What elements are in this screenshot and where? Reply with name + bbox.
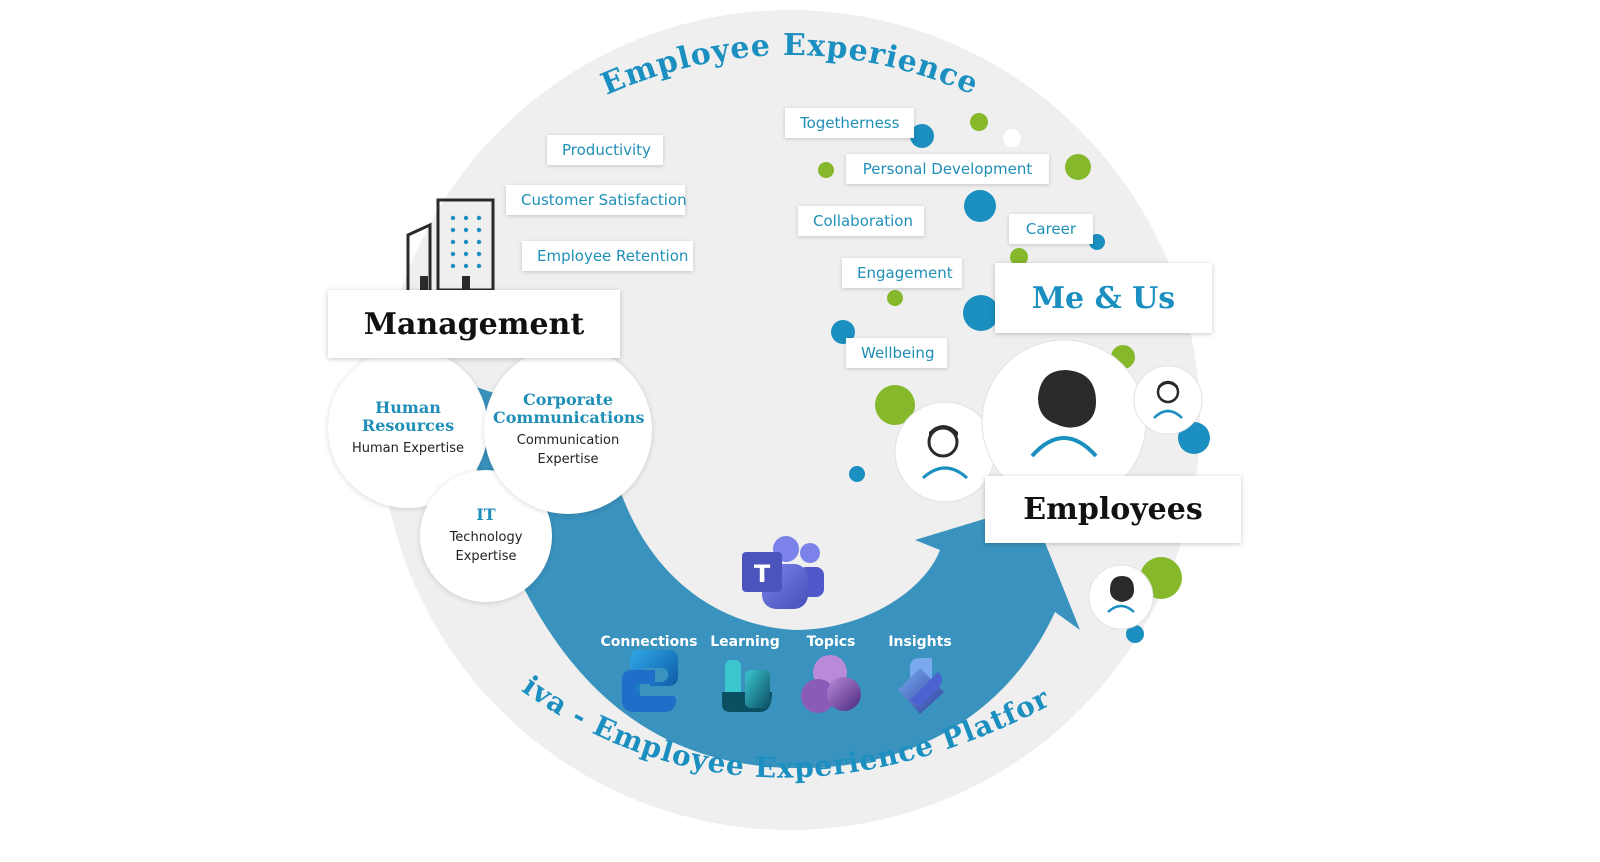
building-window-dot [450,227,456,233]
management-title: Management [363,306,585,342]
employee-avatar-bottom [1088,564,1154,630]
building-window-dot [476,215,482,221]
app-label: Topics [806,634,856,650]
blue-dot [963,295,999,331]
circle-title: Human Resources [361,397,455,435]
blue-dot [849,466,865,482]
employee-avatar-small-right [1133,365,1203,435]
me-us-title: Me & Us [1031,280,1176,316]
app-label: Learning [710,634,780,650]
svg-text:T: T [754,560,771,588]
circle-subtitle: Technology Expertise [449,530,523,564]
goal-label: Productivity [547,135,663,165]
app-connections: Connections [599,634,699,656]
viva-topics-icon [801,655,861,713]
building-window-dot [463,215,469,221]
building-window-dot [476,263,482,269]
employee-avatar-small-left [894,401,996,503]
building-window-dot [463,251,469,257]
need-label: Wellbeing [846,338,947,368]
app-insights: Insights [870,634,970,656]
blue-dot [1089,234,1105,250]
management-box: Management [328,290,620,358]
building-window-dot [463,227,469,233]
employees-title: Employees [1023,492,1203,527]
building-window-dot [476,251,482,257]
goal-label: Employee Retention [522,241,693,271]
green-dot [875,385,915,425]
circle-title: IT [476,505,496,524]
green-dot [970,113,988,131]
building-window-dot [450,239,456,245]
microsoft-teams-icon: T [742,536,824,609]
viva-learning-icon [722,660,772,712]
need-label: Engagement [842,258,962,288]
blue-dot [1126,625,1144,643]
building-window-dot [450,251,456,257]
building-windows [450,215,482,269]
building-window-dot [476,239,482,245]
corporate-communications-circle: Corporate Communications Communication E… [484,346,652,514]
green-dot [1065,154,1091,180]
building-window-dot [463,239,469,245]
circle-subtitle: Human Expertise [352,440,464,456]
green-dot [887,290,903,306]
viva-connections-icon [622,650,678,712]
circle-subtitle: Communication Expertise [516,433,620,467]
app-learning: Learning [695,634,795,656]
green-dot [818,162,834,178]
white-dot [1003,129,1021,147]
viva-insights-icon [898,658,944,714]
app-topics: Topics [781,634,881,656]
blue-dot [910,124,934,148]
building-window-dot [450,215,456,221]
employees-box: Employees [985,476,1241,543]
need-label: Togetherness [785,108,915,138]
app-label: Connections [600,634,698,650]
building-window-dot [463,263,469,269]
green-dot [1010,248,1028,266]
blue-dot [964,190,996,222]
me-us-box: Me & Us [995,263,1212,333]
building-window-dot [450,263,456,269]
need-label: Collaboration [798,206,924,236]
need-label: Personal Development [846,154,1049,184]
circle-title: Corporate Communications [493,390,645,427]
building-window-dot [476,227,482,233]
need-label: Career [1009,214,1093,244]
app-label: Insights [888,634,952,650]
goal-label: Customer Satisfaction [506,185,687,215]
blue-dot [1178,422,1210,454]
decorative-dots [818,113,1210,643]
